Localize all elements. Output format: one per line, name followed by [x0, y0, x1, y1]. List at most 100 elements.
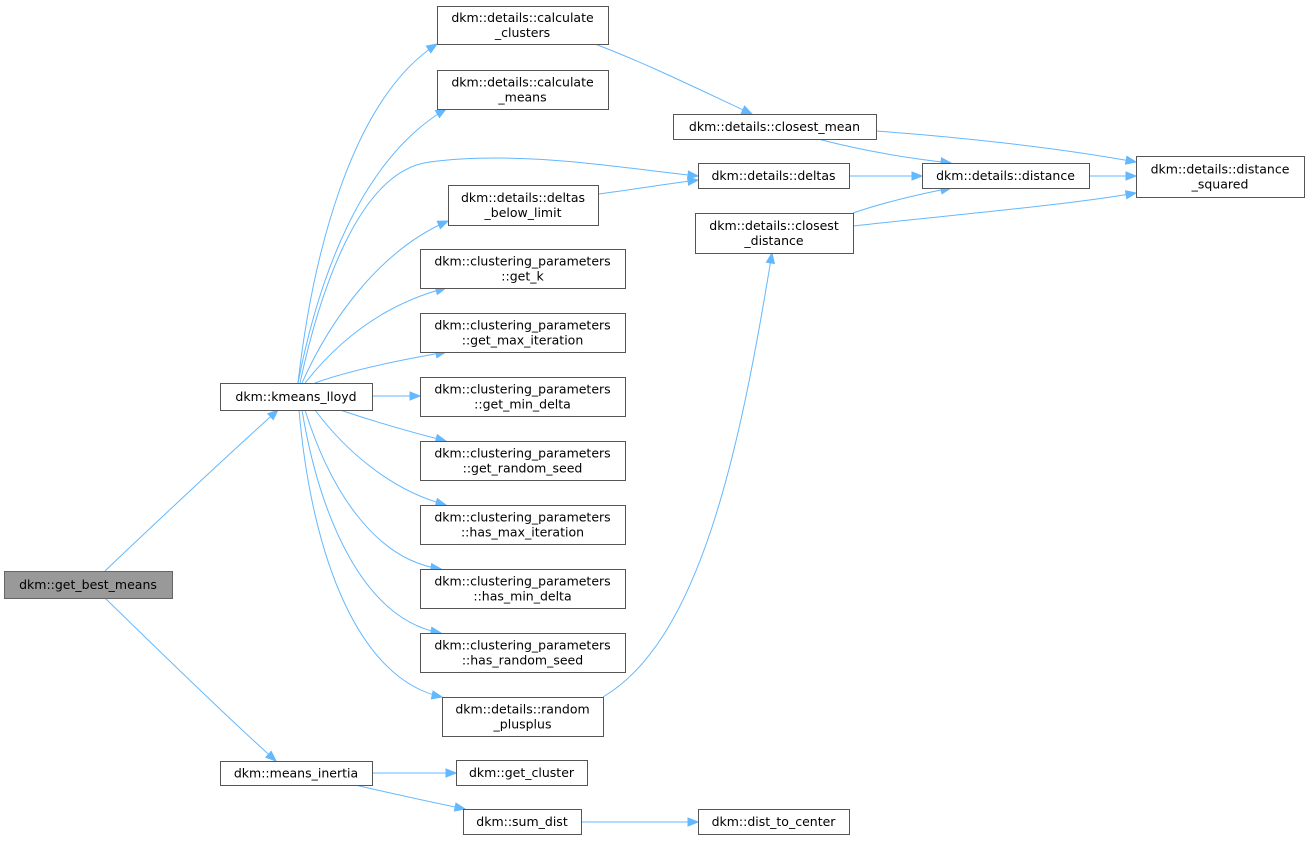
edge-line	[314, 409, 447, 506]
edge-calc_clusters-to-closest_mean	[594, 43, 754, 115]
node-distance[interactable]: dkm::details::distance	[922, 163, 1090, 189]
edge-line	[298, 409, 443, 698]
edge-line	[299, 157, 699, 384]
edge-line	[339, 409, 447, 442]
node-has_min_delta[interactable]: dkm::clustering_parameters::has_min_delt…	[420, 569, 626, 609]
arrowhead	[765, 251, 775, 265]
edge-deltas_below-to-deltas	[597, 176, 700, 195]
node-label: dkm::details::distance	[1151, 162, 1290, 177]
node-label: dkm::sum_dist	[476, 814, 568, 829]
node-sum_dist[interactable]: dkm::sum_dist	[463, 809, 582, 835]
node-box	[437, 70, 609, 110]
node-closest_mean[interactable]: dkm::details::closest_mean	[673, 114, 877, 140]
node-get_cluster[interactable]: dkm::get_cluster	[456, 760, 588, 786]
edge-get_best_means-to-kmeans_lloyd	[104, 409, 280, 572]
edge-distance-to-distance_squared	[1088, 171, 1138, 181]
node-label: dkm::means_inertia	[234, 766, 358, 781]
node-calc_clusters[interactable]: dkm::details::calculate_clusters	[437, 6, 609, 45]
arrowhead	[1124, 155, 1138, 165]
node-box	[463, 809, 582, 835]
node-box	[695, 213, 854, 254]
arrowhead	[434, 108, 448, 119]
node-calc_means[interactable]: dkm::details::calculate_means	[437, 70, 609, 110]
node-box	[420, 377, 626, 417]
node-dist_to_center[interactable]: dkm::dist_to_center	[698, 809, 850, 835]
edge-kmeans_lloyd-to-deltas_below	[301, 220, 450, 384]
node-get_min_delta[interactable]: dkm::clustering_parameters::get_min_delt…	[420, 377, 626, 417]
node-means_inertia[interactable]: dkm::means_inertia	[220, 761, 373, 786]
edge-line	[104, 409, 279, 572]
node-label: dkm::clustering_parameters	[434, 574, 610, 589]
node-closest_distance[interactable]: dkm::details::closest_distance	[695, 213, 854, 254]
arrowhead	[267, 409, 280, 421]
arrowhead	[453, 802, 467, 812]
edge-closest_mean-to-distance	[817, 138, 953, 167]
edge-means_inertia-to-sum_dist	[354, 784, 467, 812]
node-label: dkm::get_best_means	[19, 577, 157, 592]
node-deltas_below[interactable]: dkm::details::deltas_below_limit	[448, 185, 599, 226]
arrowhead	[740, 105, 754, 115]
node-label: dkm::clustering_parameters	[434, 318, 610, 333]
arrowhead	[1124, 190, 1138, 200]
nodes-layer: dkm::get_best_meansdkm::kmeans_lloyddkm:…	[4, 6, 1305, 835]
node-deltas[interactable]: dkm::details::deltas	[698, 163, 850, 189]
node-kmeans_lloyd[interactable]: dkm::kmeans_lloyd	[220, 383, 373, 411]
node-label: _plusplus	[493, 717, 552, 732]
node-label: dkm::details::deltas	[461, 190, 585, 205]
node-get_k[interactable]: dkm::clustering_parameters::get_k	[420, 249, 626, 289]
edge-line	[875, 130, 1137, 163]
edge-kmeans_lloyd-to-get_min_delta	[371, 391, 422, 401]
edge-line	[314, 351, 447, 384]
arrowhead	[687, 170, 700, 180]
node-label: ::has_random_seed	[462, 653, 583, 668]
node-box	[420, 313, 626, 353]
node-get_best_means[interactable]: dkm::get_best_means	[4, 571, 173, 599]
node-get_max_iter[interactable]: dkm::clustering_parameters::get_max_iter…	[420, 313, 626, 353]
node-box	[437, 6, 609, 45]
arrowhead	[687, 817, 700, 827]
node-label: dkm::clustering_parameters	[434, 382, 610, 397]
edge-line	[354, 784, 466, 810]
edge-sum_dist-to-dist_to_center	[580, 817, 700, 827]
node-distance_squared[interactable]: dkm::details::distance_squared	[1136, 156, 1305, 198]
node-label: _distance	[743, 233, 804, 248]
edge-line	[297, 43, 438, 384]
node-random_pp[interactable]: dkm::details::random_plusplus	[442, 697, 604, 737]
node-label: _below_limit	[484, 205, 562, 220]
edge-line	[817, 138, 952, 164]
edge-line	[594, 43, 753, 115]
node-box	[420, 569, 626, 609]
node-box	[922, 163, 1090, 189]
edge-kmeans_lloyd-to-random_pp	[298, 409, 444, 700]
edge-line	[852, 192, 1137, 227]
node-label: dkm::details::closest	[709, 218, 839, 233]
edge-line	[304, 409, 442, 570]
node-label: ::get_min_delta	[474, 397, 571, 412]
node-label: _squared	[1191, 177, 1249, 192]
node-label: ::get_max_iteration	[462, 333, 584, 348]
node-box	[1136, 156, 1305, 198]
node-label: dkm::clustering_parameters	[434, 254, 610, 269]
node-get_random_seed[interactable]: dkm::clustering_parameters::get_random_s…	[420, 441, 626, 481]
edge-means_inertia-to-get_cluster	[372, 768, 458, 778]
node-box	[4, 571, 173, 599]
node-has_random_seed[interactable]: dkm::clustering_parameters::has_random_s…	[420, 633, 626, 673]
node-label: dkm::details::closest_mean	[689, 119, 860, 134]
node-box	[220, 761, 373, 786]
node-has_max_iter[interactable]: dkm::clustering_parameters::has_max_iter…	[420, 505, 626, 545]
node-box	[448, 185, 599, 226]
edge-line	[304, 287, 447, 384]
node-box	[698, 809, 850, 835]
edge-line	[297, 108, 447, 384]
node-box	[442, 697, 604, 737]
node-box	[673, 114, 877, 140]
node-label: dkm::details::calculate	[451, 75, 594, 90]
node-box	[420, 249, 626, 289]
edge-closest_distance-to-distance_squared	[852, 190, 1138, 227]
edge-random_pp-to-closest_distance	[602, 251, 775, 698]
node-box	[420, 505, 626, 545]
node-box	[698, 163, 850, 189]
edge-line	[597, 179, 699, 195]
node-label: ::get_k	[501, 269, 544, 284]
